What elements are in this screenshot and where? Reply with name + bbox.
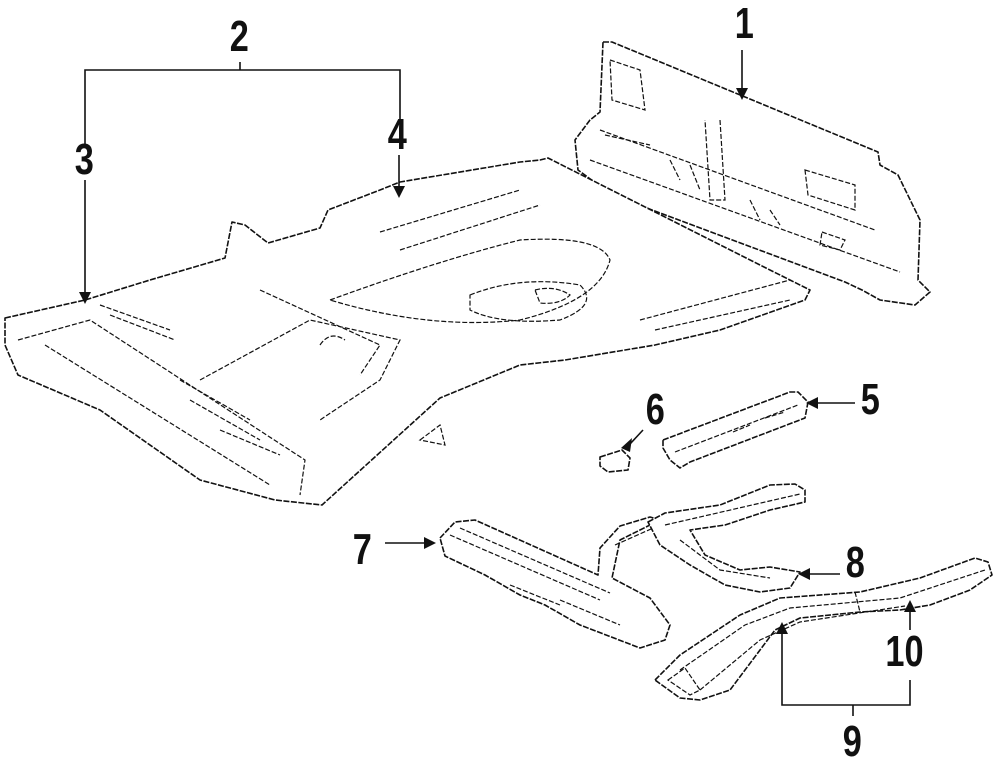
callout-10: 10 [885,627,924,676]
callout-8: 8 [845,538,865,587]
callout-9: 9 [842,717,862,766]
callout-4: 4 [387,110,407,159]
callout-1: 1 [734,0,754,48]
part-9-rear-rail-assembly[interactable] [654,557,993,701]
callout-2: 2 [229,12,249,61]
part-2-floor-pan-assembly[interactable] [4,157,811,506]
leader-lines [79,50,916,716]
part-7-side-rail[interactable] [439,516,671,649]
callout-6: 6 [645,385,665,434]
callout-3: 3 [74,135,94,184]
callout-5: 5 [860,375,880,424]
part-8-extension-rail[interactable] [647,483,806,593]
part-5-crossmember[interactable] [662,391,809,469]
part-6-bracket[interactable] [599,449,631,473]
callout-7: 7 [352,525,372,574]
part-1-rear-body-panel[interactable] [574,41,931,306]
